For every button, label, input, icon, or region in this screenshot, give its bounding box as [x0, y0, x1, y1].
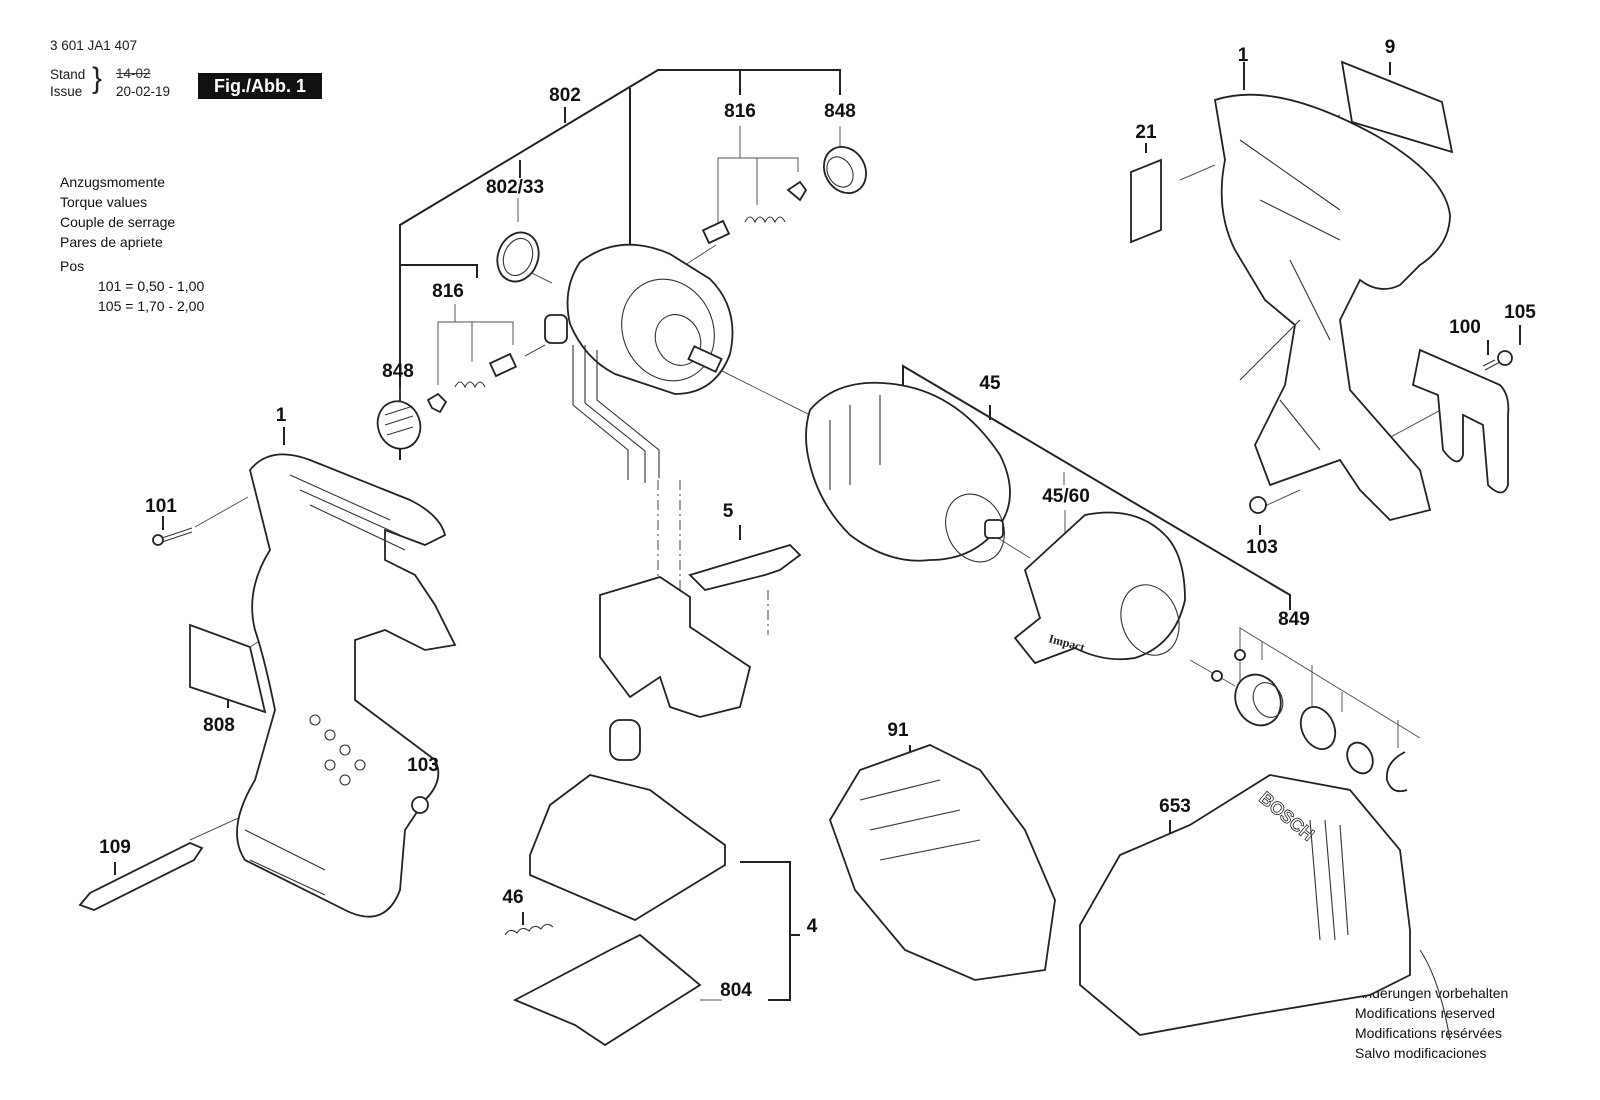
part-109-bit: [78, 842, 204, 911]
callout-103-right: 103: [1246, 537, 1278, 558]
callout-109: 109: [99, 837, 131, 858]
callout-802-33: 802/33: [485, 177, 545, 198]
callout-653: 653: [1159, 796, 1191, 817]
torque-pos-label: Pos: [60, 258, 85, 274]
callout-848-lower: 848: [382, 361, 414, 382]
disclaimer-en: Modifications reserved: [1355, 1005, 1496, 1021]
issue-label: Issue: [50, 84, 83, 99]
part-816-brush-upper: [701, 180, 808, 245]
callout-9: 9: [1384, 37, 1396, 58]
callout-105: 105: [1504, 302, 1536, 323]
part-848-cap-upper: [823, 146, 867, 194]
part-46-spring: [504, 923, 554, 936]
disclaimer: Änderungen vorbehalten Modifications res…: [1355, 983, 1508, 1063]
torque-row: 101 = 0,50 - 1,00: [98, 278, 205, 294]
torque-row: 105 = 1,70 - 2,00: [98, 298, 205, 314]
part-808-label: [189, 623, 267, 714]
part-101-screw: [152, 527, 193, 546]
part-802-motor: [544, 243, 734, 483]
part-45-60-nose-cover: Impact: [1013, 511, 1186, 665]
part-653-charger: BOSCH: [1079, 774, 1451, 1041]
part-45-gear-housing: [805, 381, 1011, 563]
old-date: 14-02: [116, 66, 151, 81]
torque-title-en: Torque values: [60, 194, 148, 210]
callout-808: 808: [203, 715, 235, 736]
brace-icon: }: [92, 62, 103, 95]
disclaimer-de: Änderungen vorbehalten: [1355, 985, 1509, 1001]
part-802-33-ring: [496, 231, 540, 283]
torque-title-es: Pares de apriete: [60, 234, 163, 250]
disclaimer-es: Salvo modificaciones: [1355, 1045, 1487, 1061]
callout-91: 91: [887, 720, 909, 741]
part-105-screw: [1482, 350, 1513, 371]
part-21-label: [1130, 158, 1162, 244]
torque-title-de: Anzugsmomente: [60, 174, 166, 190]
callout-816-upper: 816: [724, 101, 756, 122]
callout-804: 804: [720, 980, 752, 1001]
callout-103-left: 103: [407, 755, 439, 776]
part-816-brush-lower: [426, 352, 518, 414]
part-848-cap-lower: [376, 400, 422, 450]
callout-816-lower: 816: [432, 281, 464, 302]
part-103-nut-right: [1249, 496, 1267, 514]
callout-802: 802: [549, 85, 581, 106]
callout-45: 45: [979, 373, 1001, 394]
torque-title-fr: Couple de serrage: [60, 214, 176, 230]
part-804-plate: [512, 933, 702, 1047]
callout-1-left: 1: [275, 405, 287, 426]
part-100-belt-clip: [1411, 348, 1510, 494]
callout-100: 100: [1449, 317, 1481, 338]
callout-1-right: 1: [1237, 45, 1249, 66]
torque-table: Anzugsmomente Torque values Couple de se…: [60, 172, 204, 316]
part-5-switch-slide: [688, 543, 802, 591]
callout-46: 46: [502, 887, 524, 908]
figure-label: Fig./Abb. 1: [198, 73, 322, 99]
part-1-housing-left: [236, 453, 457, 918]
callout-45-60: 45/60: [1042, 486, 1090, 507]
callout-4: 4: [806, 916, 818, 937]
part-number: 3 601 JA1 407: [50, 38, 138, 53]
part-1-housing-right: [1213, 93, 1451, 521]
part-4-switch: [529, 576, 752, 922]
disclaimer-fr: Modifications resérvées: [1355, 1025, 1503, 1041]
part-9-label: [1340, 60, 1454, 154]
callout-101: 101: [145, 496, 177, 517]
callout-849: 849: [1278, 609, 1310, 630]
stand-label: Stand: [50, 67, 86, 82]
part-91-battery: [829, 744, 1056, 981]
callout-21: 21: [1135, 122, 1157, 143]
issue-date: 20-02-19: [116, 84, 171, 99]
part-849-set: [1211, 649, 1408, 793]
callout-5: 5: [722, 501, 734, 522]
part-103-nut-left: [411, 796, 429, 814]
callout-848-upper: 848: [824, 101, 856, 122]
